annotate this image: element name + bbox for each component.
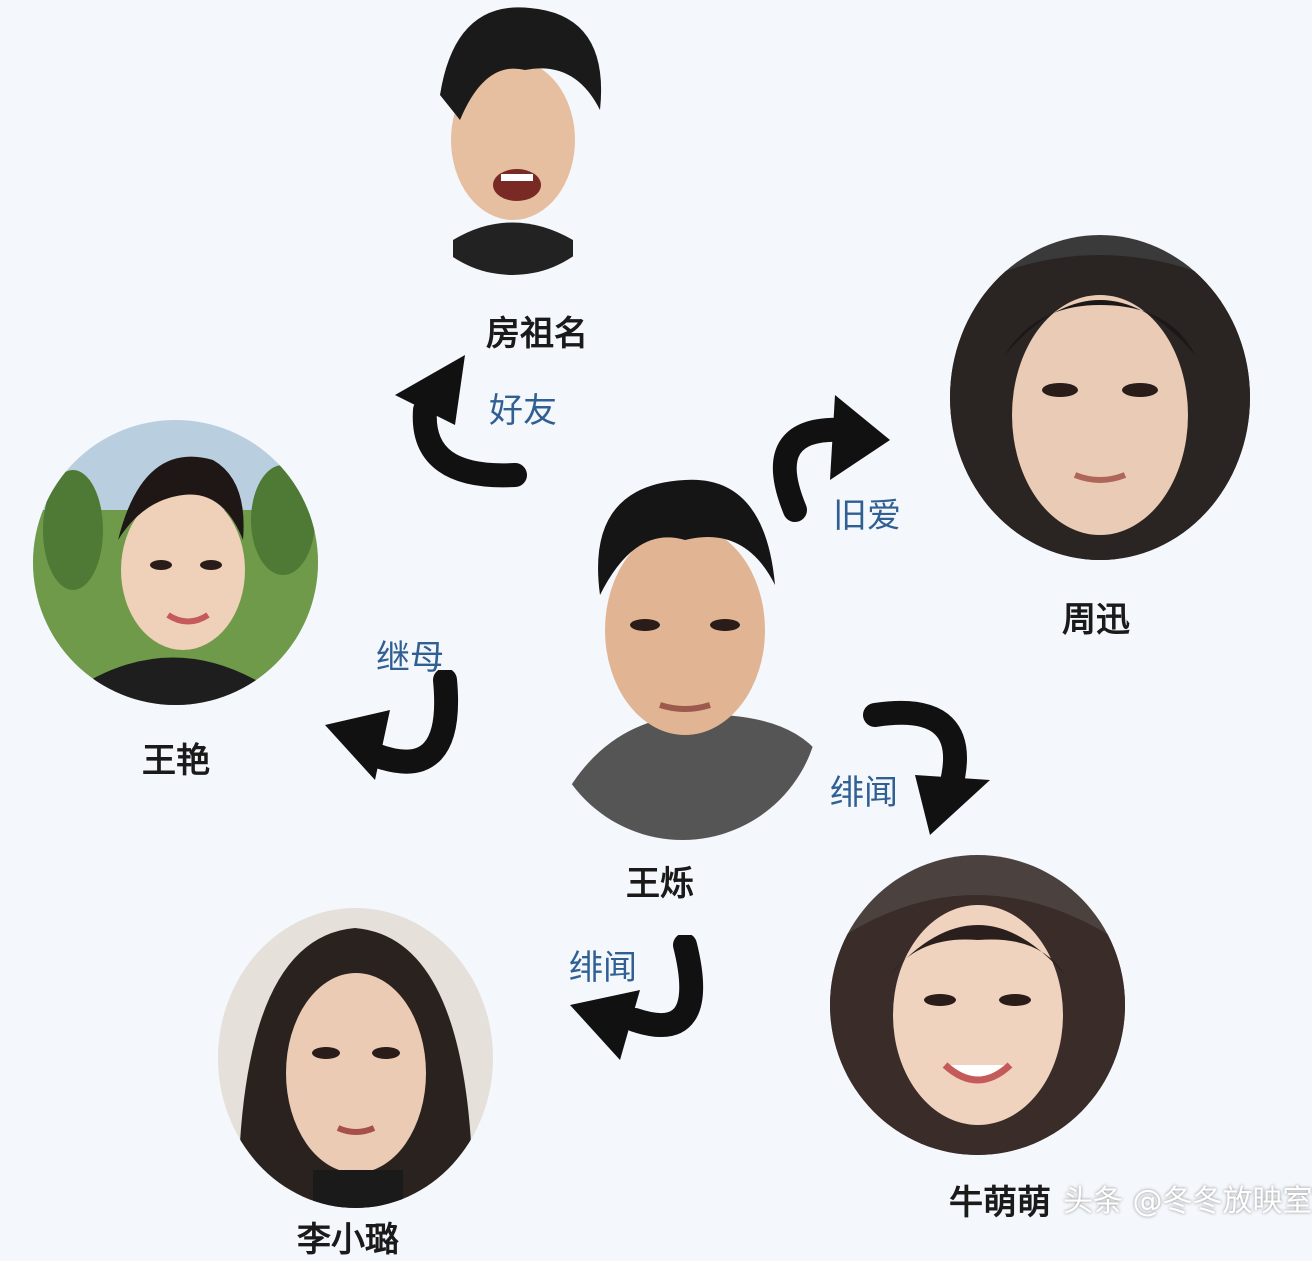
portrait-top bbox=[405, 0, 620, 275]
portrait-bottom-right bbox=[830, 855, 1125, 1155]
name-bottom-right: 牛萌萌 bbox=[949, 1183, 1051, 1223]
arrow-left bbox=[325, 670, 459, 780]
person-bottom-left-image bbox=[218, 908, 493, 1208]
name-bottom-left: 李小璐 bbox=[297, 1220, 399, 1260]
watermark: 头条 @冬冬放映室 bbox=[1063, 1184, 1312, 1219]
relation-label-bottom-right: 绯闻 bbox=[830, 773, 898, 813]
name-right: 周迅 bbox=[1062, 600, 1130, 640]
person-right-image bbox=[950, 235, 1250, 560]
person-top-image bbox=[405, 0, 620, 275]
person-bottom-right-image bbox=[830, 855, 1125, 1155]
arrow-bottom-left bbox=[570, 935, 704, 1060]
relation-label-bottom-left: 绯闻 bbox=[569, 948, 637, 988]
arrow-bottom-right bbox=[863, 700, 990, 835]
portrait-center bbox=[545, 465, 820, 840]
name-center: 王烁 bbox=[626, 864, 694, 904]
arrow-right bbox=[772, 395, 890, 522]
arrow-top bbox=[395, 355, 527, 488]
portrait-right bbox=[950, 235, 1250, 560]
portrait-bottom-left bbox=[218, 908, 493, 1208]
relation-label-top: 好友 bbox=[489, 391, 557, 431]
person-left-image bbox=[33, 420, 318, 705]
name-top: 房祖名 bbox=[486, 314, 588, 354]
person-center-image bbox=[545, 465, 820, 840]
relation-label-right: 旧爱 bbox=[833, 496, 901, 536]
name-left: 王艳 bbox=[142, 741, 210, 781]
relation-label-left: 继母 bbox=[376, 638, 444, 678]
portrait-left bbox=[33, 420, 318, 705]
